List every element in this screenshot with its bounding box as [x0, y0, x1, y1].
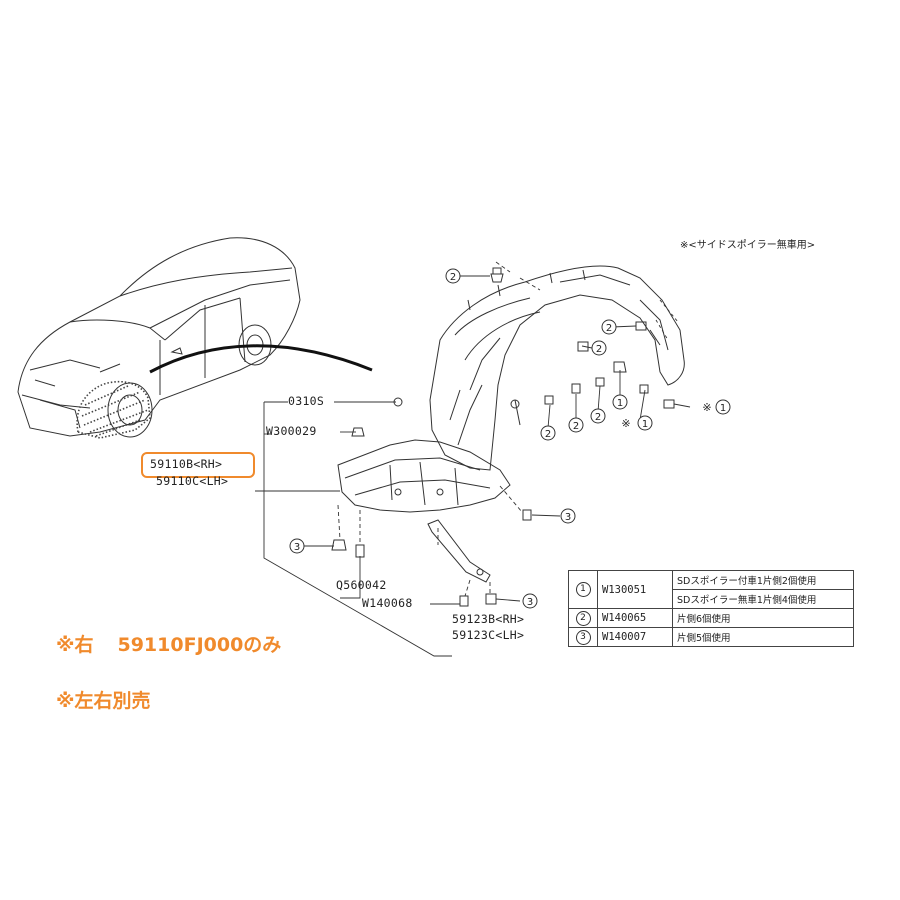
callout-3: 3 [560, 508, 576, 524]
note-right-prefix: ※右 [56, 634, 94, 656]
callout-2: 2 [568, 417, 584, 433]
label-q560042: Q560042 [336, 578, 387, 592]
legend-desc: 片側5個使用 [672, 627, 854, 647]
label-59110b-rh: 59110B<RH> [150, 457, 223, 471]
label-59123c-lh: 59123C<LH> [452, 628, 525, 642]
svg-text:3: 3 [294, 542, 300, 553]
legend-code: W140007 [597, 627, 673, 647]
label-59123b-rh: 59123B<RH> [452, 612, 525, 626]
leader-lines [255, 261, 691, 657]
legend-num: 2 [575, 610, 591, 626]
callout-circles: 2 2 2 1 1 2 2 2 1 3 3 3 [289, 268, 731, 609]
under-cover-part [337, 439, 511, 513]
legend-desc: SDスポイラー無車1片側4個使用 [672, 589, 854, 609]
svg-text:2: 2 [450, 272, 456, 283]
note-right-only: ※右 59110FJ000のみ [56, 630, 281, 657]
svg-text:1: 1 [642, 419, 648, 430]
note-side-spoiler: ※<サイドスポイラー無車用> [680, 240, 816, 251]
fender-liner-part [429, 265, 685, 471]
callout-1: 1 [612, 394, 628, 410]
legend-code: W130051 [597, 570, 673, 609]
callout-1-note-mark: ※ [702, 401, 711, 414]
label-59110c-lh: 59110C<LH> [156, 474, 229, 488]
highlight-box-59110b [141, 452, 255, 478]
legend-row: 3 W140007 片側5個使用 [568, 627, 854, 647]
legend-row: 2 W140065 片側6個使用 [568, 608, 854, 628]
callout-2: 2 [540, 425, 556, 441]
label-0310s: 0310S [288, 394, 325, 408]
legend-desc: 片側6個使用 [672, 608, 854, 628]
callout-1: 1 [637, 415, 653, 431]
svg-text:1: 1 [617, 398, 623, 409]
label-w300029: W300029 [266, 424, 317, 438]
callout-2: 2 [590, 408, 606, 424]
legend-num: 3 [575, 629, 591, 645]
callout-2: 2 [601, 319, 617, 335]
car-illustration [17, 237, 301, 438]
callout-2: 2 [445, 268, 461, 284]
fastener-legend-table: 1 W130051 SDスポイラー付車1片側2個使用 SDスポイラー無車1片側4… [568, 570, 854, 647]
legend-code: W140065 [597, 608, 673, 628]
svg-text:2: 2 [545, 429, 551, 440]
callout-3: 3 [522, 593, 538, 609]
svg-text:2: 2 [596, 344, 602, 355]
callout-3: 3 [289, 538, 305, 554]
fasteners [331, 267, 675, 607]
wheel-well-highlight [76, 380, 151, 439]
svg-text:2: 2 [595, 412, 601, 423]
svg-text:2: 2 [573, 421, 579, 432]
svg-text:2: 2 [606, 323, 612, 334]
note-part-number: 59110FJ000のみ [117, 634, 282, 656]
svg-text:1: 1 [720, 403, 726, 414]
svg-text:3: 3 [565, 512, 571, 523]
callout-2: 2 [591, 340, 607, 356]
note-sold-separately: ※左右別売 [56, 690, 151, 712]
legend-row: 1 W130051 SDスポイラー付車1片側2個使用 [568, 570, 854, 609]
callout-1: 1 [715, 399, 731, 415]
callout-1-note-mark: ※ [621, 417, 630, 430]
legend-num: 1 [575, 582, 591, 597]
label-w140068: W140068 [362, 596, 413, 610]
leader-curve [149, 344, 373, 374]
svg-text:3: 3 [527, 597, 533, 608]
legend-desc: SDスポイラー付車1片側2個使用 [672, 570, 854, 590]
bracket-part [427, 519, 491, 583]
